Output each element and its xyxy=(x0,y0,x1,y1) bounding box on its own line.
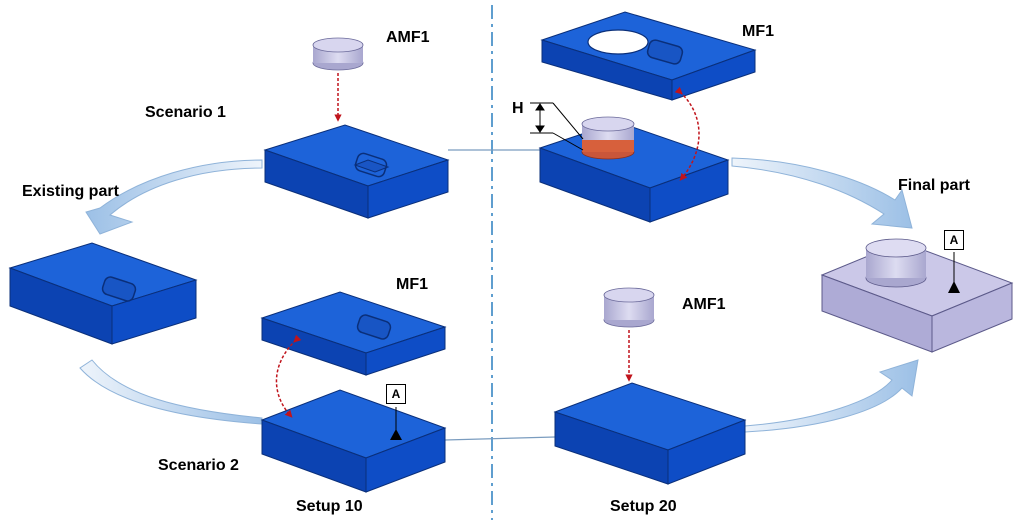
label-setup10: Setup 10 xyxy=(296,498,363,515)
datum-triangle-scenario2 xyxy=(390,429,402,440)
mf1-plate-top xyxy=(540,11,757,101)
datum-box-scenario2: A xyxy=(386,384,406,404)
datum-triangle-final xyxy=(948,281,960,293)
label-existing-part: Existing part xyxy=(22,183,119,200)
label-scenario2: Scenario 2 xyxy=(158,457,239,474)
flow-arc-setup20-to-final xyxy=(744,359,919,433)
existing-part-block xyxy=(8,242,198,345)
final-part-block xyxy=(820,238,1014,353)
label-amf1-top: AMF1 xyxy=(386,29,430,46)
label-mf1-bottom: MF1 xyxy=(396,276,428,293)
amf1-cylinder-top xyxy=(312,37,364,71)
label-scenario1: Scenario 1 xyxy=(145,104,226,121)
red-arrow-mf1-scenario2 xyxy=(275,334,302,418)
connector-line-bottom xyxy=(444,436,556,441)
red-arrow-mf1-right xyxy=(674,86,700,181)
scenario1-right-block xyxy=(538,116,730,223)
flow-arc-scenario1-to-final xyxy=(731,157,913,229)
mf1-plate-bottom xyxy=(260,291,447,376)
label-setup20: Setup 20 xyxy=(610,498,677,515)
height-dimension xyxy=(530,102,584,151)
amf1-cylinder-bottom xyxy=(603,287,655,328)
setup20-block xyxy=(553,382,747,485)
label-mf1-top: MF1 xyxy=(742,23,774,40)
label-final-part: Final part xyxy=(898,177,971,194)
setup10-block xyxy=(260,389,447,493)
flow-arc-existing-to-scenario1 xyxy=(85,159,263,235)
label-amf1-bottom: AMF1 xyxy=(682,296,726,313)
label-height: H xyxy=(512,100,524,117)
scenario1-block xyxy=(263,124,450,219)
datum-box-final: A xyxy=(944,230,964,250)
flow-arc-existing-to-scenario2 xyxy=(79,359,263,425)
